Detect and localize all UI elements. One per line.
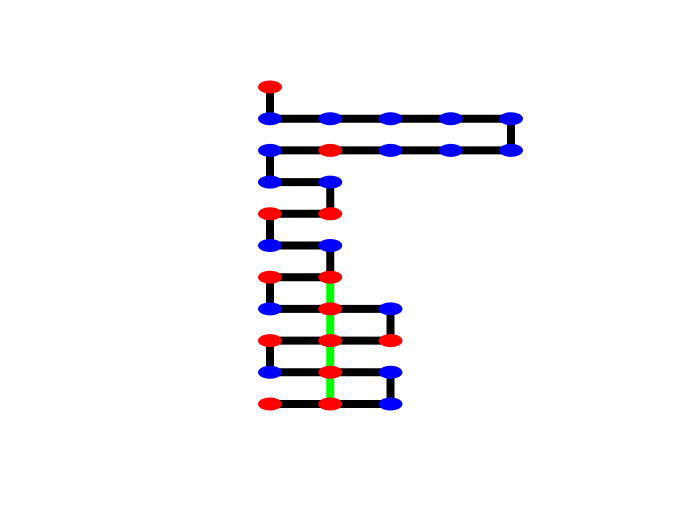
residue-node-p [258,334,282,348]
residues [258,80,523,411]
chain-bonds [266,87,515,408]
residue-node-p [318,143,343,157]
residue-node-h [499,143,523,157]
residue-node-h [258,112,282,126]
residue-node-h [258,239,282,252]
residue-node-p [258,80,282,94]
residue-node-h [499,112,523,126]
residue-node-p [318,207,343,221]
residue-node-h [318,112,343,126]
residue-node-h [438,143,463,157]
residue-node-h [378,302,403,316]
residue-node-h [378,112,403,126]
residue-node-p [378,334,403,348]
residue-node-h [258,175,282,189]
residue-node-h [378,143,403,157]
residue-node-h [258,365,282,379]
residue-node-p [258,207,282,221]
residue-node-h [378,365,403,379]
residue-node-h [258,302,282,316]
residue-node-p [318,334,343,348]
residue-node-h [438,112,463,126]
residue-node-p [318,270,343,284]
residue-node-h [258,143,282,157]
residue-node-p [318,397,343,411]
residue-node-p [318,302,343,316]
residue-node-h [318,239,343,252]
residue-node-p [258,270,282,284]
residue-node-p [318,365,343,379]
residue-node-h [378,397,403,411]
residue-node-h [318,175,343,189]
residue-node-p [258,397,282,411]
